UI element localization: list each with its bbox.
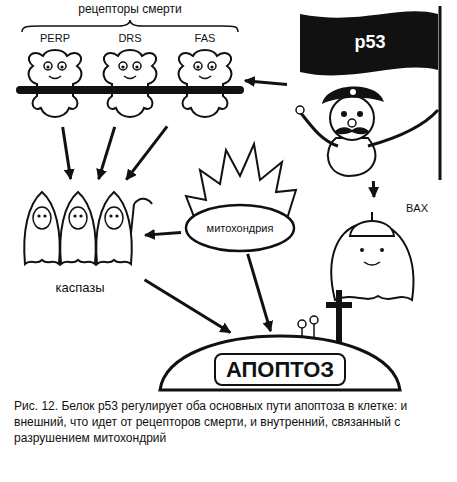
receptor-bracket <box>22 20 238 32</box>
receptor-figure <box>135 65 138 68</box>
figure-caption: Рис. 12. Белок p53 регулирует оба основн… <box>14 398 444 447</box>
mitochondrion-shape <box>186 205 294 251</box>
receptor-figure <box>124 76 136 79</box>
receptor-figure <box>60 65 63 68</box>
pirate-figure <box>341 111 347 117</box>
caspase-figure <box>79 214 82 217</box>
bax-figure <box>364 262 380 265</box>
receptor-figure <box>179 50 232 117</box>
node-label: каспазы <box>55 281 104 296</box>
arrow-connector <box>145 232 181 235</box>
receptor-figure <box>29 50 82 117</box>
receptor-figure <box>196 65 199 68</box>
caspase-figure <box>37 214 40 217</box>
pirate-figure <box>357 111 363 117</box>
receptor-figure <box>194 62 202 70</box>
receptor-figure <box>133 62 141 70</box>
bax-figure <box>380 248 384 252</box>
pirate-figure <box>348 119 356 127</box>
pirate-figure <box>322 86 384 104</box>
caspase-figure <box>24 192 60 264</box>
arrow-connector <box>126 126 167 179</box>
group-label: рецепторы смерти <box>55 2 205 16</box>
caspase-figure <box>109 214 112 217</box>
receptor-figure <box>49 76 61 79</box>
receptor-figure <box>199 76 211 79</box>
receptor-figure <box>104 50 157 117</box>
arrow-connector <box>245 81 287 85</box>
pirate-figure <box>350 89 356 95</box>
figure-node: митохондрия <box>184 205 296 251</box>
caspase-figure <box>96 192 132 264</box>
arrow-connector <box>372 181 376 197</box>
node-label: DRS <box>118 32 141 45</box>
pirate-figure <box>334 127 370 134</box>
receptor-figure <box>119 62 127 70</box>
arrow-connector <box>63 127 71 179</box>
figure-node: p53 <box>290 6 450 178</box>
apoptosis-hill <box>160 336 400 390</box>
pirate-figure <box>330 96 374 140</box>
bax-figure <box>331 212 413 300</box>
bax-figure <box>350 221 394 236</box>
flag-figure <box>439 6 442 180</box>
mitochondrion-shape <box>186 205 294 251</box>
caspase-figure <box>73 214 76 217</box>
arrow-connector <box>145 280 231 333</box>
pirate-figure <box>368 110 438 146</box>
caspase-figure <box>43 214 46 217</box>
node-label: BAX <box>406 202 428 215</box>
bax-figure <box>331 222 413 300</box>
receptor-figure <box>121 65 124 68</box>
flowers <box>298 320 306 328</box>
caspase-figure <box>96 192 152 264</box>
caspase-figure <box>60 192 96 264</box>
figure-node: PERP <box>18 30 92 124</box>
figure-node: DRS <box>93 30 167 124</box>
receptor-figure <box>44 62 52 70</box>
membrane-band <box>16 86 244 94</box>
node-label: FAS <box>195 32 216 45</box>
receptor-figure <box>29 50 82 117</box>
bax-figure <box>360 248 364 252</box>
node-label: p53 <box>354 32 385 53</box>
membrane-band <box>16 86 244 94</box>
grave-cross <box>326 290 352 342</box>
node-label: АПОПТОЗ <box>214 353 346 386</box>
caspase-figure <box>33 207 51 229</box>
flag-figure <box>300 6 440 180</box>
flag-figure <box>300 11 438 75</box>
arrow-connector <box>99 127 115 179</box>
arrow-connector <box>248 254 271 331</box>
receptor-bracket <box>22 20 238 32</box>
grave-cross <box>336 290 342 342</box>
caspase-figure <box>24 192 60 264</box>
figure-node: BAX <box>322 200 430 302</box>
caspase-figure <box>60 192 96 264</box>
receptor-figure <box>58 62 66 70</box>
caspase-figure <box>69 207 87 229</box>
apoptosis-hill <box>160 336 400 390</box>
figure-node: АПОПТОЗ <box>160 334 400 392</box>
node-label: PERP <box>40 32 70 45</box>
caspase-figure <box>134 199 152 204</box>
grave-cross <box>326 302 352 308</box>
receptor-figure <box>208 62 216 70</box>
receptor-figure <box>104 50 157 117</box>
flowers <box>310 316 318 324</box>
caspase-figure <box>115 214 118 217</box>
receptor-figure <box>210 65 213 68</box>
pirate-figure <box>296 106 304 114</box>
receptor-figure <box>179 50 232 117</box>
pirate-figure <box>296 86 438 176</box>
receptor-figure <box>46 65 49 68</box>
node-label: митохондрия <box>207 222 274 235</box>
figure-node: FAS <box>168 30 242 124</box>
caspase-figure <box>105 207 123 229</box>
figure-node: каспазы <box>18 182 142 298</box>
